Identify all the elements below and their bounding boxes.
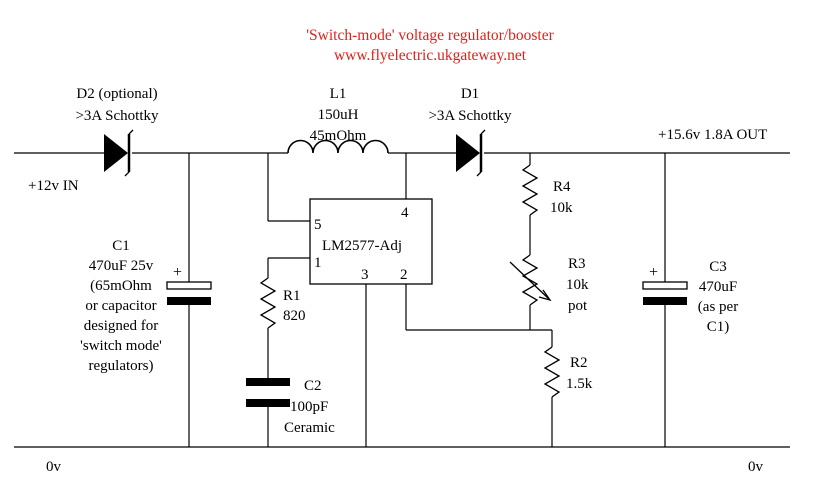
c2-name: C2 [304, 378, 322, 394]
c1-name: C1 [112, 238, 130, 254]
d2-name: D2 (optional) [76, 86, 157, 102]
diode-d1 [456, 129, 486, 177]
input-label: +12v IN [28, 178, 79, 194]
ic-pin-wires [267, 153, 552, 447]
resistor-r2 [543, 346, 561, 398]
ic-pin-2: 2 [400, 267, 408, 283]
potentiometer-r3 [521, 254, 539, 306]
capacitor-c1 [166, 153, 212, 447]
r3-spec: pot [568, 298, 588, 314]
r4-value: 10k [550, 200, 573, 216]
d2-spec: >3A Schottky [75, 108, 159, 124]
c1-note-1: (65mOhm [90, 278, 152, 294]
c3-name: C3 [709, 259, 727, 275]
resistor-r4 [521, 164, 539, 216]
c2-spec: Ceramic [284, 420, 335, 436]
title-line-1: 'Switch-mode' voltage regulator/booster [306, 27, 554, 44]
r1-value: 820 [283, 308, 306, 324]
l1-name: L1 [330, 86, 347, 102]
r3-value: 10k [566, 277, 589, 293]
c1-note-3: designed for [84, 318, 159, 334]
c2-value: 100pF [290, 399, 328, 415]
ic-label: LM2577-Adj [322, 238, 402, 254]
c3-note-2: C1) [707, 319, 730, 335]
r4-name: R4 [553, 179, 571, 195]
ic-pin-4: 4 [401, 205, 409, 221]
capacitor-c3 [642, 153, 688, 447]
ic-pin-1: 1 [314, 255, 322, 271]
output-label: +15.6v 1.8A OUT [658, 127, 767, 143]
r1-name: R1 [283, 288, 301, 304]
c1-note-4: 'switch mode' [80, 338, 162, 354]
c1-polarity: + [173, 264, 182, 281]
c1-note-2: or capacitor [85, 298, 156, 314]
r2-value: 1.5k [566, 376, 593, 392]
c1-note-5: regulators) [89, 358, 154, 374]
resistor-r1 [259, 277, 277, 329]
ic-pin-5: 5 [314, 217, 322, 233]
inductor-l1 [287, 139, 389, 154]
r2-name: R2 [570, 355, 588, 371]
r3-adjust-arrow [509, 261, 552, 302]
capacitor-c2 [246, 378, 290, 447]
l1-spec: 45mOhm [310, 128, 367, 144]
ground-label-left: 0v [46, 459, 62, 475]
c3-note-1: (as per [698, 299, 738, 315]
diode-d2 [104, 129, 134, 177]
l1-value: 150uH [318, 107, 359, 123]
c3-value: 470uF [699, 279, 737, 295]
c1-value: 470uF 25v [89, 258, 154, 274]
ic-pin-3: 3 [361, 267, 369, 283]
c3-polarity: + [649, 264, 658, 281]
ic-lm2577-body [309, 198, 433, 285]
r3-name: R3 [568, 256, 586, 272]
title-line-2: www.flyelectric.ukgateway.net [334, 47, 527, 64]
d1-name: D1 [461, 86, 479, 102]
d1-spec: >3A Schottky [428, 108, 512, 124]
ground-label-right: 0v [748, 459, 764, 475]
